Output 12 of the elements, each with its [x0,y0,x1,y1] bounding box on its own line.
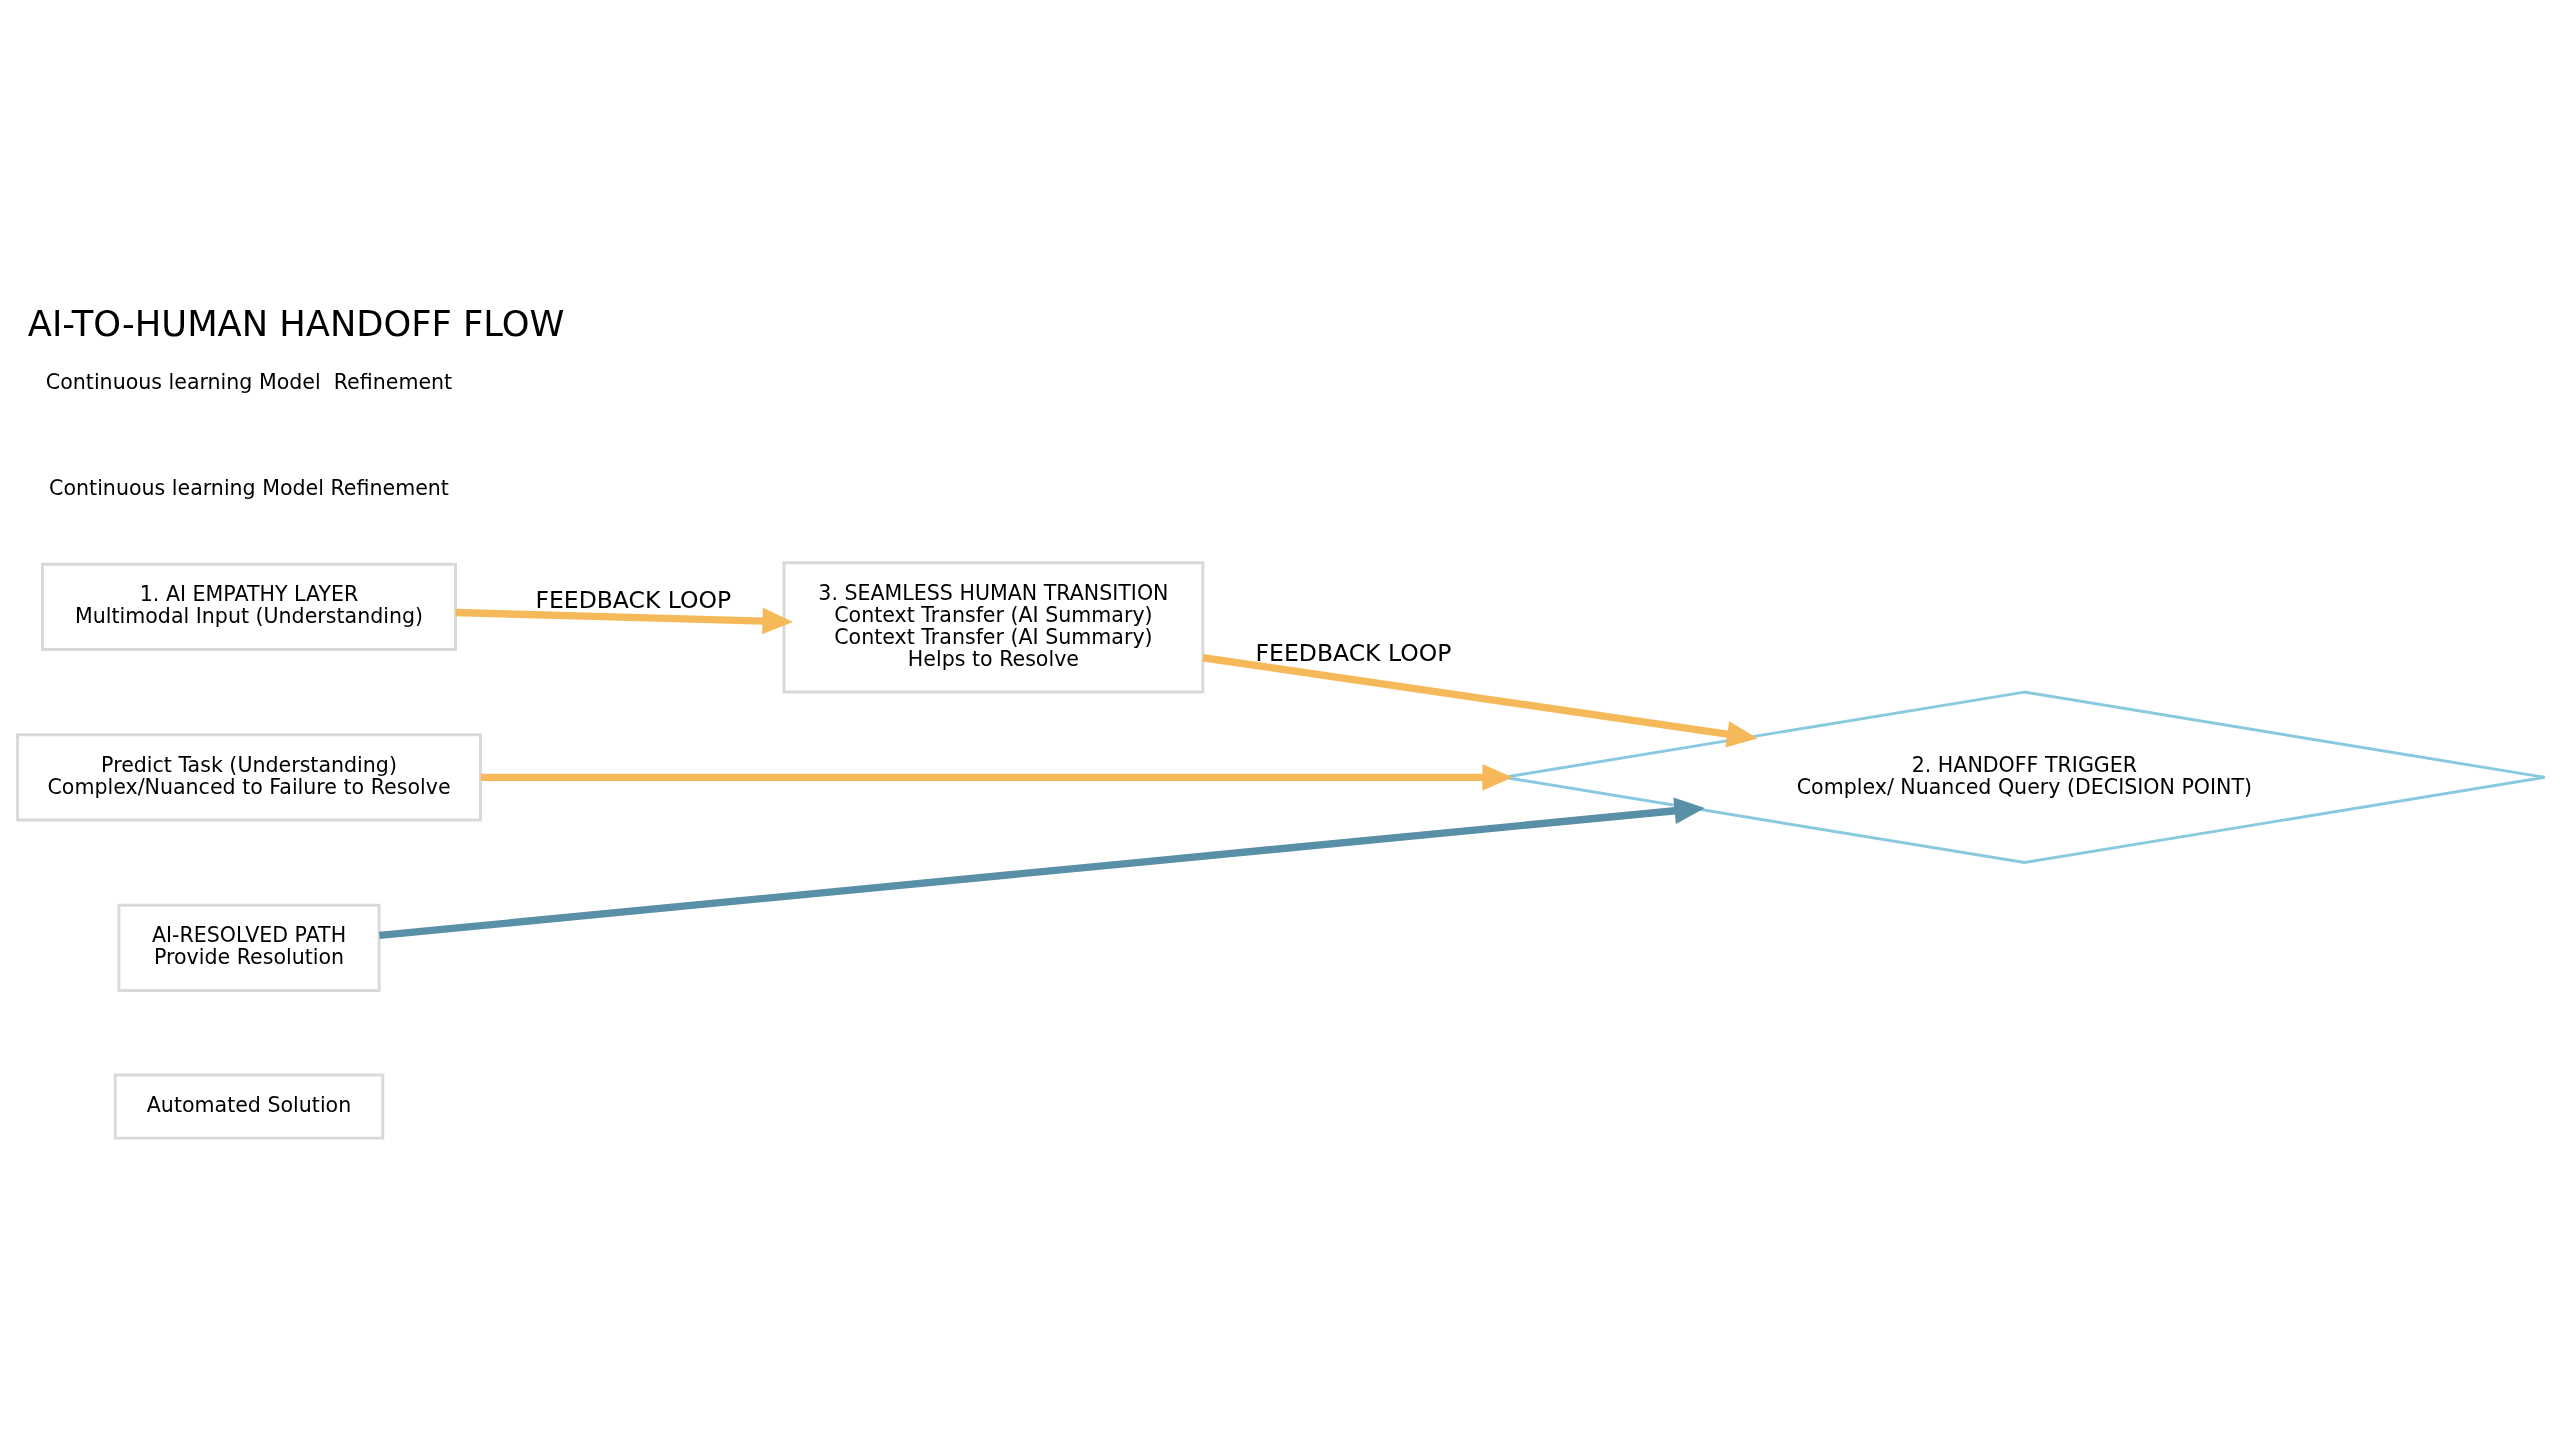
node-box: AI-RESOLVED PATH Provide Resolution [117,903,381,992]
arrow [1202,654,1758,748]
label: Continuous learning Model Refinement [49,475,449,500]
arrow [480,764,1513,791]
node-box: Predict Task (Understanding) Complex/Nuanced to Failure to Resolve [16,733,482,822]
diagram-title: AI-TO-HUMAN HANDOFF FLOW [27,302,565,344]
label: Continuous learning Model Refinement [45,369,453,394]
node-box: Automated Solution [113,1073,385,1140]
edge-label: FEEDBACK LOOP [1255,638,1452,667]
edge-label: FEEDBACK LOOP [535,586,732,615]
node-box: 1. AI EMPATHY LAYER Multimodal Input (Understanding) [41,562,457,651]
node-box: 3. SEAMLESS HUMAN TRANSITION Context Transfer (AI Summary) Context Transfer (AI Summary) Helps to Resolve [782,561,1205,694]
